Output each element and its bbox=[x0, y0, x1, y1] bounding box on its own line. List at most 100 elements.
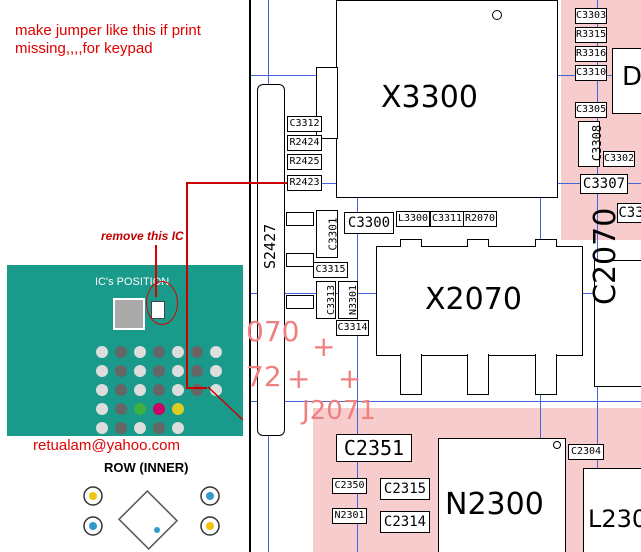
c3303-box: C3303 bbox=[575, 8, 607, 24]
x3300-pin bbox=[492, 10, 502, 20]
ball-pad bbox=[172, 384, 184, 396]
n2300-body bbox=[438, 438, 566, 552]
c3307-box: C3307 bbox=[580, 174, 628, 194]
c2350-box: C2350 bbox=[332, 478, 367, 494]
ball-pad bbox=[115, 365, 127, 377]
c3311-box: C3311 bbox=[430, 211, 464, 227]
l2300-label: L230 bbox=[588, 505, 641, 533]
ball-pad bbox=[210, 384, 222, 396]
ball-pad bbox=[115, 422, 127, 434]
r2424-box: R2424 bbox=[287, 135, 322, 151]
x2070-label: X2070 bbox=[425, 282, 522, 317]
r2425-box: R2425 bbox=[287, 154, 322, 170]
remove-ic-note: remove this IC bbox=[101, 229, 184, 243]
c3314-box: C3314 bbox=[336, 320, 369, 336]
ball-pad bbox=[153, 384, 165, 396]
ball-pad bbox=[153, 365, 165, 377]
ball-pad bbox=[172, 365, 184, 377]
c3315-box: C3315 bbox=[313, 262, 348, 278]
c2351-box: C2351 bbox=[336, 434, 412, 462]
ball-pad bbox=[134, 422, 146, 434]
c2315-box: C2315 bbox=[380, 478, 430, 500]
grid-line bbox=[357, 0, 358, 552]
ball-pad bbox=[153, 346, 165, 358]
c3313-box: C3313 bbox=[316, 281, 337, 319]
x3300-label: X3300 bbox=[381, 80, 478, 115]
n2301-box: N2301 bbox=[332, 508, 367, 524]
ic-position-panel bbox=[7, 265, 243, 455]
instruction-line-1: make jumper like this if print bbox=[15, 22, 201, 39]
ball-pad bbox=[96, 422, 108, 434]
row-inner-label: ROW (INNER) bbox=[104, 460, 189, 475]
ball-pad bbox=[115, 384, 127, 396]
c2304-box: C2304 bbox=[568, 444, 604, 460]
ball-pad bbox=[134, 384, 146, 396]
ball-pad bbox=[172, 346, 184, 358]
ball-pad bbox=[191, 365, 203, 377]
ic-position-title: IC's POSITION bbox=[95, 276, 170, 288]
ball-pad bbox=[210, 365, 222, 377]
ball-pad bbox=[172, 422, 184, 434]
pad bbox=[286, 253, 314, 267]
c3300-box: C3300 bbox=[344, 212, 394, 234]
ball-pad bbox=[153, 403, 165, 415]
x2070-tab bbox=[400, 239, 422, 247]
ball-pad bbox=[134, 403, 146, 415]
r2423-box: R2423 bbox=[287, 175, 322, 191]
faint-label-j2071: J2071 bbox=[302, 396, 376, 426]
pad bbox=[286, 212, 314, 226]
ic-chip bbox=[113, 298, 145, 330]
n2300-label: N2300 bbox=[445, 487, 544, 522]
email-bg bbox=[7, 436, 243, 456]
faint-label-72: 72 bbox=[246, 360, 282, 393]
ball-pad bbox=[153, 422, 165, 434]
plus-mark: + bbox=[312, 330, 336, 363]
remove-circle bbox=[146, 281, 178, 325]
keypad-pads bbox=[83, 486, 220, 551]
instruction-note: make jumper like this if print missing,,… bbox=[15, 22, 201, 58]
l3300-box: L3300 bbox=[396, 211, 430, 227]
c3301-box: C3301 bbox=[316, 210, 340, 258]
d-body bbox=[612, 48, 641, 114]
d-label: D bbox=[622, 62, 641, 92]
x2070-leg bbox=[400, 354, 422, 395]
ball-pad bbox=[210, 346, 222, 358]
ball-pad bbox=[172, 403, 184, 415]
ball-pad bbox=[96, 365, 108, 377]
x2070-leg bbox=[467, 354, 489, 395]
grid-line bbox=[250, 401, 641, 402]
ball-pad bbox=[134, 346, 146, 358]
board-edge bbox=[249, 0, 251, 552]
ball-grid bbox=[96, 346, 222, 434]
email-text: retualam@yahoo.com bbox=[33, 437, 180, 454]
c33-box: C33 bbox=[617, 203, 641, 223]
remove-pointer bbox=[155, 245, 157, 297]
instruction-line-2: missing,,,,for keypad bbox=[15, 40, 153, 57]
x2070-leg bbox=[535, 354, 557, 395]
faint-label-070: 070 bbox=[246, 315, 300, 348]
c2314-box: C2314 bbox=[380, 511, 430, 533]
n2300-pin bbox=[553, 441, 561, 449]
c3305-box: C3305 bbox=[575, 102, 607, 118]
ball-pad bbox=[96, 346, 108, 358]
ball-pad bbox=[96, 384, 108, 396]
c3302-box: C3302 bbox=[603, 151, 635, 167]
c3312-box: C3312 bbox=[287, 116, 322, 132]
x2070-body bbox=[376, 246, 583, 356]
c2070-body bbox=[594, 260, 641, 387]
ball-pad bbox=[115, 403, 127, 415]
r2070-box: R2070 bbox=[463, 211, 497, 227]
c3308-box: C3308 bbox=[578, 121, 604, 167]
row-inner-panel bbox=[7, 458, 243, 552]
x2070-tab bbox=[467, 239, 489, 247]
ball-pad bbox=[191, 346, 203, 358]
ball-pad bbox=[96, 403, 108, 415]
ball-pad bbox=[134, 365, 146, 377]
pad bbox=[286, 295, 314, 309]
ball-pad bbox=[115, 346, 127, 358]
plus-mark: + bbox=[338, 362, 362, 395]
plus-mark: + bbox=[287, 362, 311, 395]
s2427-body bbox=[257, 84, 285, 436]
